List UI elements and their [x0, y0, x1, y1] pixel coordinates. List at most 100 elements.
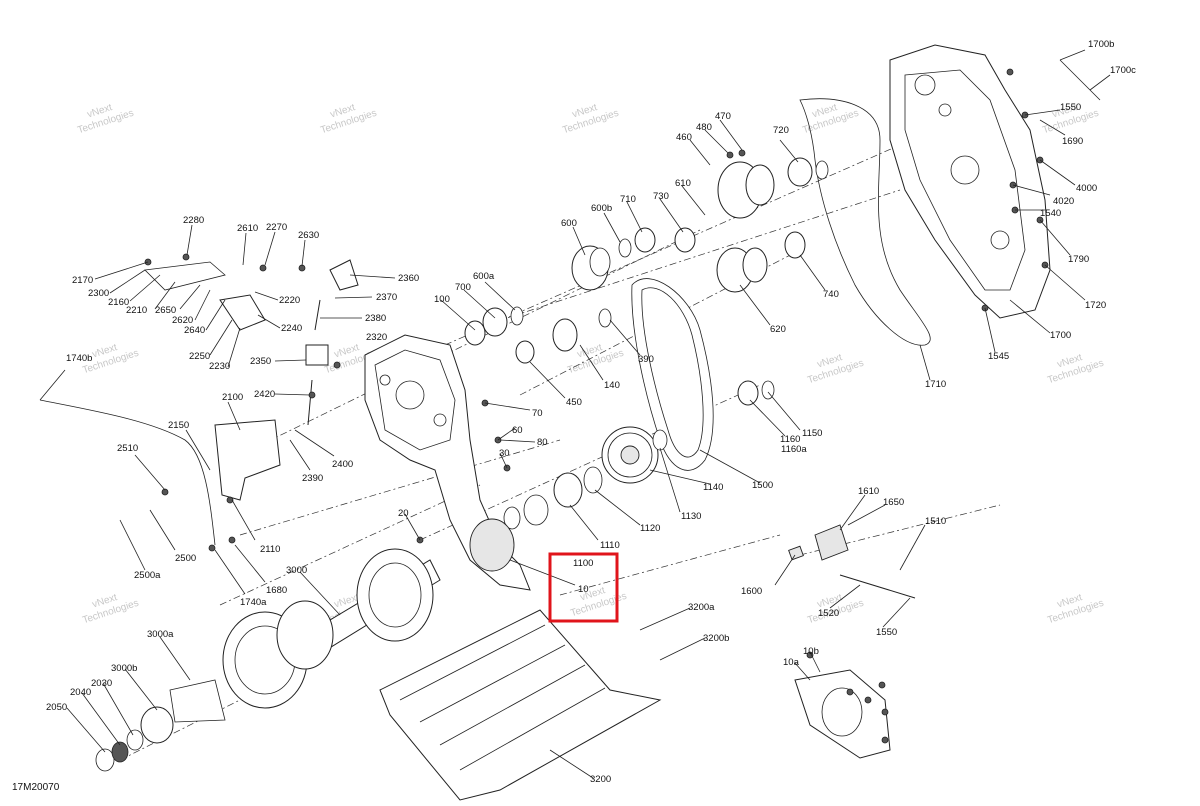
- callout-2370: 2370: [376, 292, 397, 303]
- callout-1650: 1650: [883, 497, 904, 508]
- callout-1160: 1160: [780, 434, 800, 445]
- callout-2510: 2510: [117, 443, 138, 454]
- callout-20: 20: [398, 508, 409, 519]
- callout-460: 460: [676, 132, 692, 143]
- shift-fork-assembly: [788, 524, 916, 599]
- callout-2380: 2380: [365, 313, 386, 324]
- callout-2630: 2630: [298, 230, 319, 241]
- callout-80: 80: [537, 437, 548, 448]
- callout-2150: 2150: [168, 420, 189, 431]
- callout-1610: 1610: [858, 486, 879, 497]
- callout-1700b: 1700b: [1088, 39, 1114, 50]
- callout-1600: 1600: [741, 586, 762, 597]
- callout-2100: 2100: [222, 392, 243, 403]
- callout-140: 140: [604, 380, 620, 391]
- drive-axle: [169, 548, 441, 723]
- callout-3200a: 3200a: [688, 602, 715, 613]
- callout-1740a: 1740a: [240, 597, 267, 608]
- callout-610: 610: [675, 178, 691, 189]
- callout-600a: 600a: [473, 271, 495, 282]
- callout-1120: 1120: [640, 523, 660, 534]
- callout-1710: 1710: [925, 379, 946, 390]
- callout-2300: 2300: [88, 288, 109, 299]
- callout-70: 70: [532, 408, 543, 419]
- callout-10: 10: [578, 584, 589, 595]
- callout-2170: 2170: [72, 275, 93, 286]
- callout-1550-top: 1550: [1060, 102, 1081, 113]
- callout-480: 480: [696, 122, 712, 133]
- callout-1550: 1550: [876, 627, 897, 638]
- callout-720: 720: [773, 125, 789, 136]
- callout-1100: 1100: [573, 558, 593, 569]
- callout-1140: 1140: [703, 482, 723, 493]
- callout-1160a: 1160a: [781, 444, 807, 455]
- callout-1500: 1500: [752, 480, 773, 491]
- callout-2350: 2350: [250, 356, 271, 367]
- track-section: [379, 609, 662, 801]
- input-shaft-gears: [552, 161, 775, 352]
- part-labels: 2280 2610 2270 2630 2170 2300 2160 2210 …: [46, 39, 1136, 785]
- callout-2500: 2500: [175, 553, 196, 564]
- callout-1540: 1540: [1040, 208, 1061, 219]
- leader-lines: [39, 49, 1111, 779]
- callout-4000: 4000: [1076, 183, 1097, 194]
- highlight-box: [548, 552, 619, 623]
- callout-2240: 2240: [281, 323, 302, 334]
- callout-600: 600: [561, 218, 577, 229]
- callout-2110: 2110: [260, 544, 280, 555]
- callout-2390: 2390: [302, 473, 323, 484]
- callout-2500a: 2500a: [134, 570, 161, 581]
- callout-600b: 600b: [591, 203, 612, 214]
- access-cover-plate: [794, 669, 891, 759]
- callout-2160: 2160: [108, 297, 129, 308]
- callout-3000a: 3000a: [147, 629, 174, 640]
- callout-1520: 1520: [818, 608, 839, 619]
- callout-2640: 2640: [184, 325, 205, 336]
- callout-1690: 1690: [1062, 136, 1083, 147]
- callout-10b: 10b: [803, 646, 819, 657]
- callout-710: 710: [620, 194, 636, 205]
- callout-30: 30: [499, 448, 510, 459]
- shift-linkage: [144, 259, 359, 426]
- drive-chain-inner: [641, 287, 704, 458]
- callout-1510: 1510: [925, 516, 946, 527]
- callout-1130: 1130: [681, 511, 701, 522]
- callout-2420: 2420: [254, 389, 275, 400]
- callout-3200: 3200: [590, 774, 611, 785]
- callout-2280: 2280: [183, 215, 204, 226]
- callout-2650: 2650: [155, 305, 176, 316]
- callout-1740b: 1740b: [66, 353, 92, 364]
- callout-2360: 2360: [398, 273, 419, 284]
- callout-2610: 2610: [237, 223, 258, 234]
- callout-1110: 1110: [600, 540, 620, 551]
- large-sprocket: [601, 426, 659, 484]
- callout-2030: 2030: [91, 678, 112, 689]
- callout-100: 100: [434, 294, 450, 305]
- callout-60: 60: [512, 425, 523, 436]
- callout-2230: 2230: [209, 361, 230, 372]
- callout-1680: 1680: [266, 585, 287, 596]
- callout-2270: 2270: [266, 222, 287, 233]
- bearings-and-rings: [95, 157, 829, 772]
- callout-730: 730: [653, 191, 669, 202]
- callout-3000: 3000: [286, 565, 307, 576]
- callout-450: 450: [566, 397, 582, 408]
- callout-700: 700: [455, 282, 471, 293]
- callout-390: 390: [638, 354, 654, 365]
- callout-3000b: 3000b: [111, 663, 137, 674]
- callout-2400: 2400: [332, 459, 353, 470]
- right-case-cover: [889, 44, 1051, 319]
- shift-bracket: [214, 419, 281, 501]
- figure-id: 17M20070: [12, 782, 60, 793]
- callout-740: 740: [823, 289, 839, 300]
- callout-2250: 2250: [189, 351, 210, 362]
- callout-2210: 2210: [126, 305, 147, 316]
- callout-1790: 1790: [1068, 254, 1089, 265]
- callout-470: 470: [715, 111, 731, 122]
- cable-1740: [39, 399, 216, 546]
- callout-3200b: 3200b: [703, 633, 729, 644]
- callout-620: 620: [770, 324, 786, 335]
- callout-2620: 2620: [172, 315, 193, 326]
- callout-1700c: 1700c: [1110, 65, 1136, 76]
